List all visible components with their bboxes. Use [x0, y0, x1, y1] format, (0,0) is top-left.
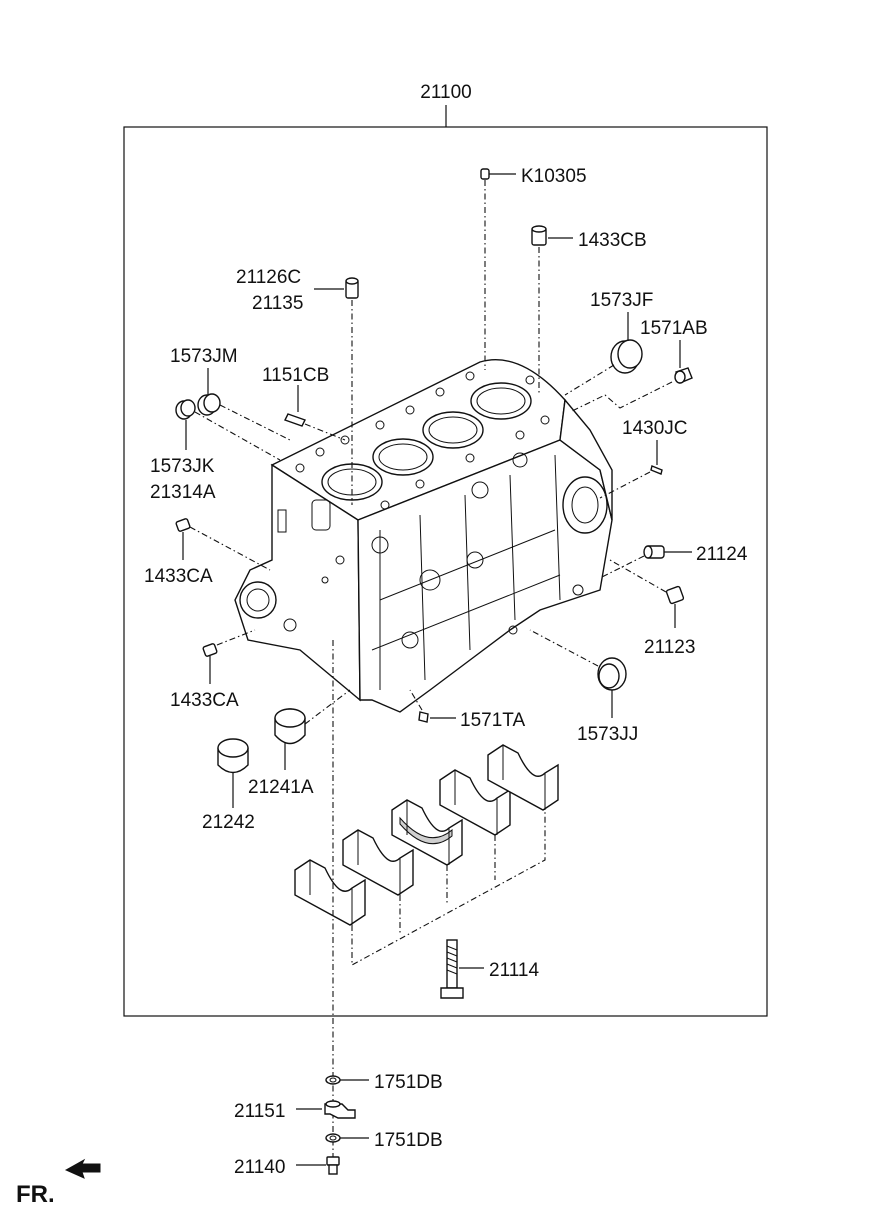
- cylinder-block: [234, 358, 613, 713]
- part-label-1571ta: 1571TA: [460, 710, 525, 731]
- part-label-21140: 21140: [234, 1157, 285, 1178]
- part-label-21123: 21123: [644, 637, 695, 658]
- plug-1433cb: [531, 225, 547, 246]
- center-line-1573jf: [564, 364, 615, 396]
- front-direction-label: FR.: [16, 1181, 55, 1208]
- part-label-21241a: 21241A: [248, 777, 314, 798]
- center-line-21124: [599, 555, 645, 579]
- center-line-1571ab: [569, 381, 673, 413]
- washer-1751db-lower: [325, 1133, 341, 1143]
- part-label-1151cb: 1151CB: [262, 365, 329, 386]
- bearing-cap-5: [487, 744, 559, 811]
- part-label-1573jj: 1573JJ: [577, 724, 638, 745]
- sleeve-21126c: [345, 277, 359, 299]
- part-label-1573jm: 1573JM: [170, 346, 238, 367]
- part-label-21135: 21135: [252, 293, 303, 314]
- front-direction-arrow-icon: [64, 1158, 101, 1179]
- part-label-21126c: 21126C: [236, 267, 301, 288]
- bearing-21242: [217, 738, 249, 774]
- oil-seal-1573jj: [597, 657, 627, 691]
- washer-1751db-upper: [325, 1075, 341, 1085]
- part-label-1573jk: 1573JK: [150, 456, 215, 477]
- cap-1573jk: [175, 399, 196, 420]
- center-line-1573jj: [529, 629, 599, 667]
- main-bearing-caps: [294, 744, 559, 966]
- part-label-21114: 21114: [489, 960, 539, 981]
- center-line-21241a: [304, 689, 351, 725]
- bearing-cap-1: [294, 859, 366, 926]
- center-line-21123: [609, 559, 667, 593]
- plug-1433ca-upper: [175, 518, 191, 532]
- plug-1571ta: [418, 711, 429, 723]
- center-line-1573jm: [219, 404, 291, 441]
- part-label-1433cb: 1433CB: [578, 230, 647, 251]
- pipe-21124: [643, 545, 665, 559]
- part-label-21242: 21242: [202, 812, 255, 833]
- plug-1571ab: [674, 367, 693, 384]
- part-label-1571ab: 1571AB: [640, 318, 708, 339]
- center-line-1433ca-upper: [189, 526, 271, 571]
- center-line-1430jc: [599, 471, 651, 499]
- bearing-cap-3: [391, 799, 463, 866]
- part-label-21124: 21124: [696, 544, 748, 565]
- part-label-21151: 21151: [234, 1101, 285, 1122]
- bracket-21151: [324, 1100, 356, 1119]
- cap-1573jf: [610, 339, 643, 374]
- plug-21123: [665, 585, 685, 605]
- part-label-k10305: K10305: [521, 166, 587, 187]
- dowel-pin-k10305: [480, 168, 490, 180]
- center-line-1573jk: [194, 411, 281, 461]
- plug-1433ca-lower: [202, 643, 218, 657]
- pin-1430jc: [650, 465, 663, 475]
- part-label-21100: 21100: [420, 82, 471, 103]
- center-line-1571ta: [409, 689, 423, 711]
- bearing-cap-2: [342, 829, 414, 896]
- part-label-21314a: 21314A: [150, 482, 216, 503]
- part-label-1433ca-lower: 1433CA: [170, 690, 239, 711]
- stud-1151cb: [284, 413, 306, 427]
- part-label-1433ca-upper: 1433CA: [144, 566, 213, 587]
- part-label-1430jc: 1430JC: [622, 418, 688, 439]
- thrust-bearing-21241a: [274, 708, 306, 745]
- cap-bolt-21114: [440, 939, 464, 999]
- drain-plug-21140: [326, 1156, 340, 1175]
- bearing-cap-4: [439, 769, 511, 836]
- part-label-1751db-lower: 1751DB: [374, 1130, 443, 1151]
- part-label-1573jf: 1573JF: [590, 290, 653, 311]
- part-label-1751db-upper: 1751DB: [374, 1072, 443, 1093]
- cap-1573jm: [197, 393, 221, 416]
